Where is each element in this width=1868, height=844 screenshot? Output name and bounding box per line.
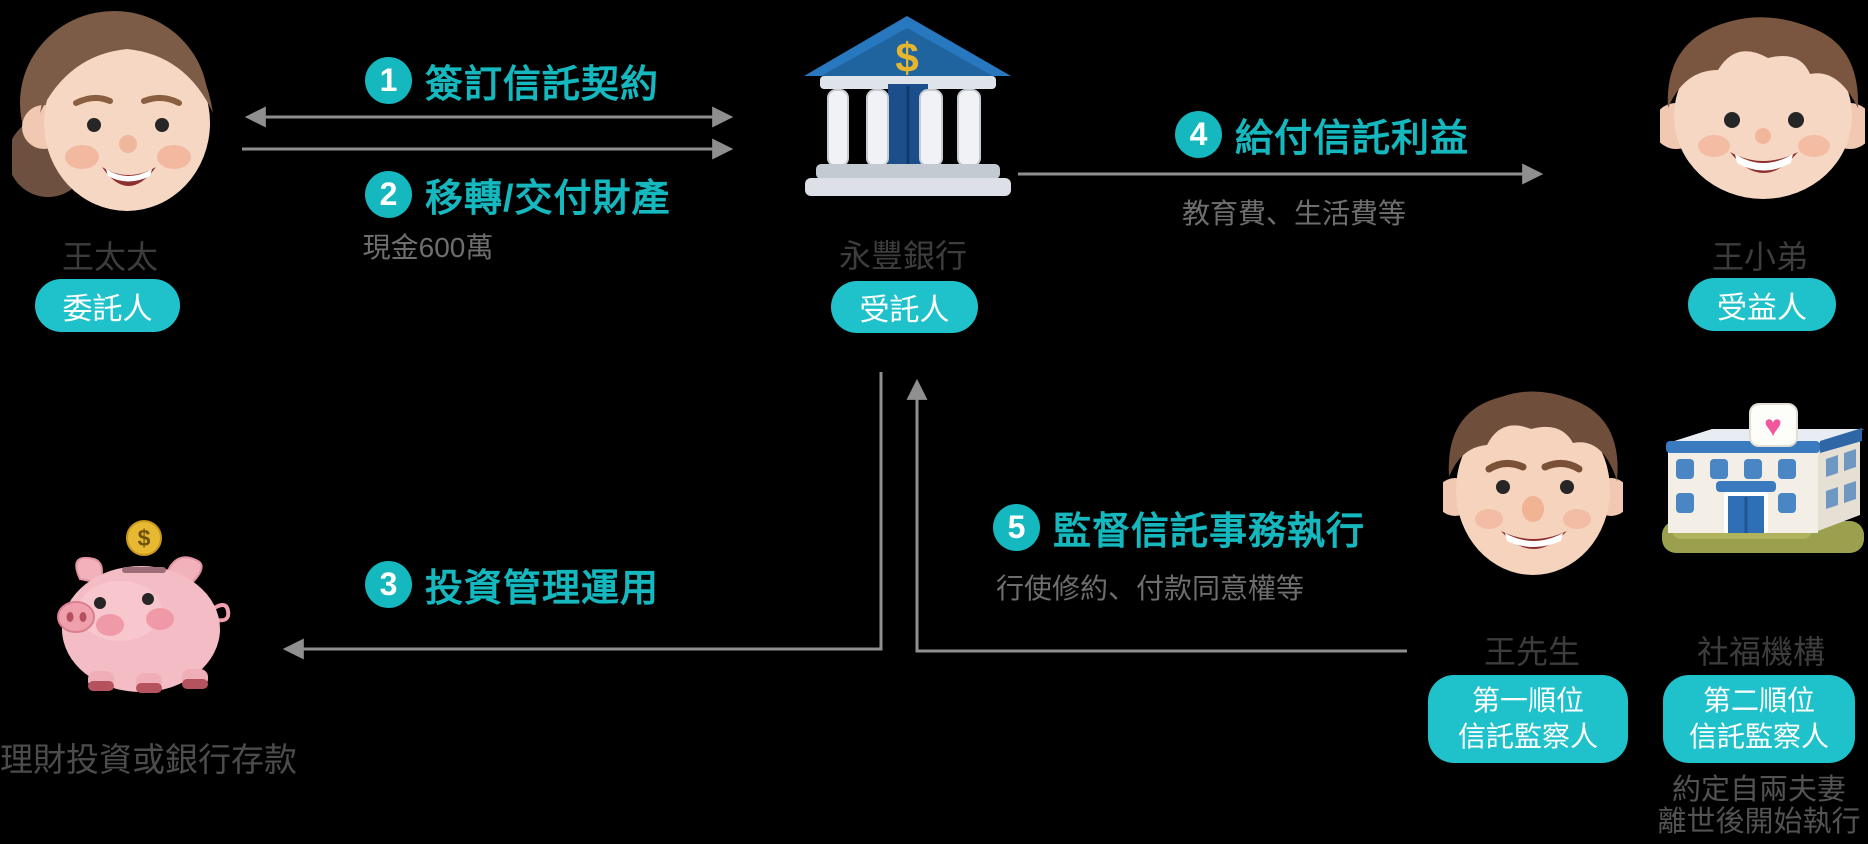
arrow-investment	[282, 372, 883, 660]
bank-roof-shade	[821, 28, 993, 76]
woman-brow-left	[73, 95, 113, 106]
pig-eye-right	[142, 593, 154, 605]
settlor-name: 王太太	[61, 239, 158, 275]
bank-pediment	[820, 76, 996, 89]
flow-1-label: 簽訂信託契約	[425, 64, 660, 106]
boy-eye-right	[1788, 112, 1804, 128]
supervisor1-badge-line1: 第一順位	[1471, 685, 1584, 717]
flow-1-number: 1	[365, 57, 412, 104]
settlor-role-badge: 委託人	[35, 279, 180, 332]
investment-label: 理財投資或銀行存款	[0, 741, 297, 778]
man-teeth	[1505, 533, 1563, 547]
coin-dollar-sign: $	[138, 525, 151, 551]
supervisor2-note: 約定自兩夫妻 離世後開始執行	[1648, 774, 1868, 839]
flow-2-label: 移轉/交付財產	[425, 178, 671, 220]
bank-step-lower	[805, 178, 1011, 196]
woman-blush-right	[157, 145, 191, 169]
flow-4-label: 給付信託利益	[1235, 118, 1470, 160]
woman-blush-left	[65, 145, 99, 169]
flow-2-subtext: 現金600萬	[362, 232, 494, 263]
man-eye-left	[1496, 480, 1510, 494]
boy-blush-right	[1798, 135, 1830, 157]
pig-nostril-right	[79, 612, 87, 622]
woman-brow-right	[141, 95, 182, 106]
flow-3-label: 投資管理運用	[425, 568, 660, 610]
boy-face	[1674, 33, 1852, 199]
man-nose	[1522, 496, 1544, 522]
woman-nose	[119, 135, 137, 153]
supervisor1-name: 王先生	[1483, 634, 1580, 670]
pig-blush-right	[146, 608, 174, 630]
arrow-supervision	[906, 378, 1407, 653]
supervisor2-badge-line1: 第二順位	[1702, 685, 1815, 717]
pig-blush-left	[96, 614, 124, 636]
boy-mouth	[1730, 152, 1798, 173]
building-windows-side	[1826, 449, 1856, 509]
pig-eye-left	[94, 597, 106, 609]
trustee-name: 永豐銀行	[838, 238, 967, 274]
pig-snout	[57, 601, 95, 633]
man-brow-right	[1541, 460, 1583, 473]
beneficiary-boy-icon	[1660, 17, 1865, 199]
pig-tail	[208, 603, 231, 623]
flow-3-number: 3	[365, 561, 412, 608]
man-hair	[1448, 391, 1618, 481]
supervisor1-role-badge: 第一順位 信託監察人	[1428, 675, 1628, 763]
boy-teeth	[1735, 154, 1793, 171]
supervisor-man-icon	[1443, 391, 1623, 575]
welfare-building-icon: ♥	[1662, 403, 1864, 553]
building-windows-front	[1676, 459, 1796, 513]
flow-1-sign-contract: 1 簽訂信託契約	[365, 53, 659, 108]
flow-5-subtext: 行使修約、付款同意權等	[995, 573, 1304, 604]
flow-5-number: 5	[993, 504, 1040, 551]
woman-teeth	[106, 169, 152, 182]
building-roof-band-front	[1666, 441, 1820, 453]
flow-5-label: 監督信託事務執行	[1053, 511, 1366, 553]
woman-eye-right	[155, 118, 169, 132]
piggy-bank-icon: $	[57, 520, 231, 693]
supervisor2-name: 社福機構	[1696, 634, 1825, 670]
building-sign	[1749, 403, 1798, 447]
man-eye-right	[1560, 480, 1574, 494]
man-face	[1456, 405, 1610, 575]
flow-4-number: 4	[1175, 111, 1222, 158]
pig-legs	[88, 669, 208, 693]
pig-nostril-left	[66, 612, 74, 622]
flow-4-pay-benefit: 4 給付信託利益	[1175, 107, 1469, 162]
building-door-canopy	[1716, 481, 1776, 492]
building-roof-band-side	[1820, 428, 1862, 453]
bank-columns	[827, 89, 981, 167]
bank-step-upper	[816, 164, 1000, 179]
bank-icon: $	[804, 16, 1011, 196]
bank-dollar-sign: $	[895, 34, 918, 81]
boy-eye-left	[1724, 112, 1740, 128]
woman-fringe-right	[127, 23, 213, 113]
trustee-role-badge: 受託人	[831, 281, 978, 333]
settlor-woman-icon	[12, 11, 213, 211]
man-blush-left	[1475, 509, 1503, 529]
boy-nose	[1755, 128, 1771, 144]
pig-coin-slot	[122, 567, 166, 573]
flow-3-investment: 3 投資管理運用	[365, 557, 659, 612]
building-heart-icon: ♥	[1764, 410, 1782, 443]
supervisor1-badge-line2: 信託監察人	[1457, 721, 1598, 752]
man-brow-left	[1485, 460, 1527, 473]
woman-fringe-left	[40, 23, 127, 113]
man-blush-right	[1563, 509, 1591, 529]
coin	[126, 520, 162, 556]
supervisor2-note-line1: 約定自兩夫妻	[1671, 774, 1846, 806]
boy-hair	[1667, 17, 1859, 109]
flow-2-transfer-assets: 2 移轉/交付財產	[365, 167, 671, 222]
beneficiary-name: 王小弟	[1711, 239, 1808, 275]
flow-2-number: 2	[365, 171, 412, 218]
flow-4-subtext: 教育費、生活費等	[1181, 198, 1406, 229]
flow-5-supervision: 5 監督信託事務執行	[993, 500, 1365, 555]
supervisor2-role-badge: 第二順位 信託監察人	[1663, 675, 1855, 763]
supervisor2-note-line2: 離世後開始執行	[1657, 806, 1861, 839]
beneficiary-role-badge: 受益人	[1688, 278, 1836, 331]
woman-eye-left	[87, 118, 101, 132]
boy-blush-left	[1698, 135, 1730, 157]
supervisor2-badge-line2: 信託監察人	[1688, 721, 1829, 752]
